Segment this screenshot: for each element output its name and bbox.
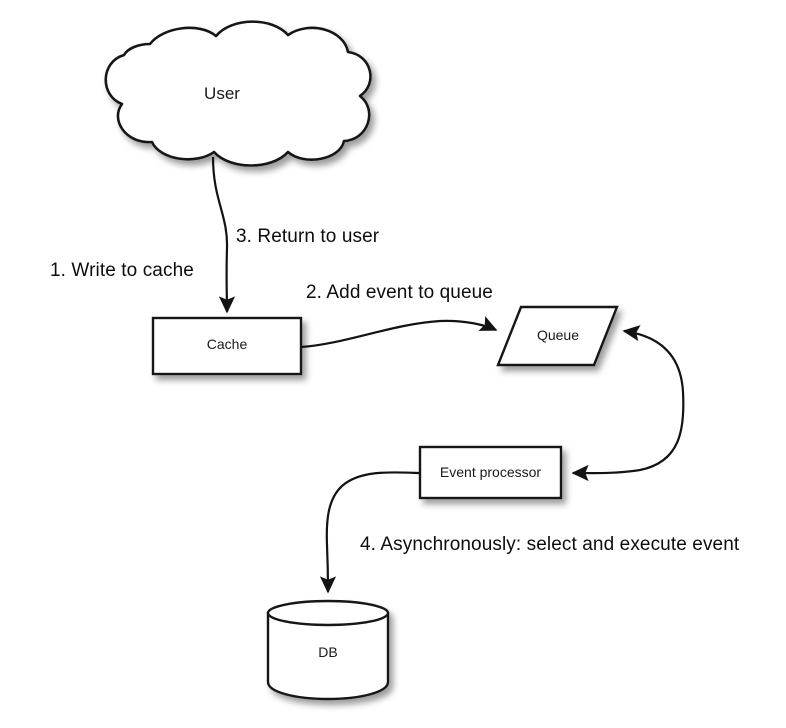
step-label-4-asynchronously-select-and-execute-event: 4. Asynchronously: select and execute ev… <box>360 534 740 555</box>
step-label-3-return-to-user: 3. Return to user <box>236 226 380 247</box>
cloud-shape <box>104 20 372 167</box>
event-processor-rect <box>418 445 563 500</box>
node-user[interactable] <box>104 20 372 167</box>
edge-processor-to-db <box>319 471 420 594</box>
node-label-user: User <box>204 84 240 103</box>
node-label-db: DB <box>318 644 338 660</box>
node-label-cache: Cache <box>206 336 248 352</box>
node-label-queue: Queue <box>536 327 580 343</box>
node-db[interactable] <box>266 599 390 701</box>
db-cylinder-body <box>266 611 390 701</box>
node-event-processor[interactable] <box>418 445 563 500</box>
edge-queue-processor-loop <box>571 325 685 482</box>
step-label-2-add-event-to-queue: 2. Add event to queue <box>306 282 493 303</box>
step-label-1-write-to-cache: 1. Write to cache <box>50 260 194 281</box>
node-label-event-processor: Event processor <box>439 464 542 480</box>
db-cylinder-top <box>266 599 390 627</box>
edge-cache-to-queue <box>300 316 498 349</box>
edge-user-to-cache <box>211 156 236 314</box>
